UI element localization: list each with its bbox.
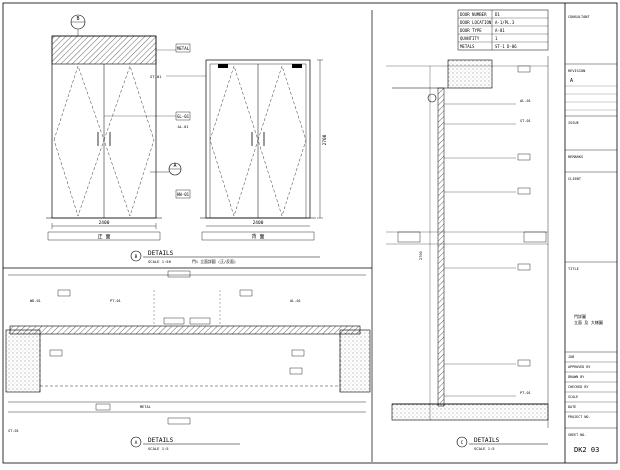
plan-leader-metal: METAL [140, 405, 151, 409]
section-height-dim: 2700 [419, 251, 423, 260]
tb-title-label: TITLE [568, 267, 579, 271]
section-marker-b-label: B [76, 16, 79, 22]
tb-sheet-no-label: SHEET NO. [568, 433, 586, 437]
transom-hatch [51, 35, 157, 65]
plan-leader-finish: AL-01 [290, 299, 301, 303]
width-dimension-right: 2400 [253, 220, 264, 226]
title-block: CONSULTANT REVISION A ISSUE REMARKS CLIE… [565, 15, 617, 454]
detail-c-tag: C [461, 440, 464, 446]
tb-approved-by: APPROVED BY [568, 365, 590, 369]
wall-left [5, 329, 41, 393]
tb-project-no: PROJECT NO. [568, 415, 590, 419]
tb-revision: REVISION [568, 69, 585, 73]
section-marker-a-label: A [173, 163, 176, 169]
head-construction [447, 59, 493, 89]
detail-caption-a: A DETAILS SCALE 1:5 [130, 436, 240, 451]
door-elevation-front: B A 2400 正 面 METAL GL-01 AL-01 HW-01 [46, 14, 191, 241]
tb-date: DATE [568, 405, 576, 409]
detail-b-note: 門1 立面詳圖 (正/反面) [192, 259, 236, 264]
tb-consultant: CONSULTANT [568, 15, 590, 19]
tb-scale: SCALE [568, 395, 578, 399]
height-dimension: 2700 [322, 134, 328, 145]
detail-b-tag: B [135, 254, 138, 260]
vertical-section: AL-01 ST-01 PT-01 2700 [386, 56, 549, 428]
detail-a-tag: A [135, 440, 138, 446]
plan-leader-stone: ST-01 [8, 429, 19, 433]
detail-caption-b: B DETAILS SCALE 1:50 門1 立面詳圖 (正/反面) [130, 250, 320, 264]
elevation-label-rear: 背 面 [251, 233, 264, 240]
schedule-value-1: A-1/PL.3 [495, 20, 515, 25]
schedule-value-4: ST-1 D-06 [495, 44, 517, 49]
tag-box [175, 43, 191, 53]
plan-section: WD-01 PT-01 AL-01 METAL ST-01 [5, 270, 371, 433]
sheet-number: DK2 03 [574, 446, 599, 454]
schedule-label-1: DOOR LOCATION [460, 20, 492, 25]
tb-revision-mark: A [570, 78, 573, 84]
leader-stone: ST-01 [150, 74, 162, 79]
plan-leader-wood: WD-01 [30, 299, 41, 303]
detail-b-title: DETAILS [148, 250, 174, 257]
door-leaf-section [9, 325, 361, 335]
tb-title-line-2: 立面 及 大樣圖 [574, 319, 603, 325]
plan-leader-paint: PT-01 [110, 299, 121, 303]
door-elevation-rear: 2700 2400 背 面 ST-01 [150, 59, 328, 241]
tb-checked-by: CHECKED BY [568, 385, 588, 389]
section-leader-stone: ST-01 [520, 119, 531, 123]
tb-job: JOB [568, 355, 574, 359]
leaf-swing-right [103, 65, 155, 217]
schedule-value-2: A-01 [495, 28, 505, 33]
tb-title-line-1: 門詳圖 [574, 313, 586, 319]
tag-finish: AL-01 [178, 125, 189, 129]
schedule-label-0: DOOR NUMBER [460, 12, 487, 17]
schedule-label-3: QUANTITY [460, 36, 480, 41]
floor-section [391, 403, 549, 421]
detail-c-scale: SCALE 1:5 [474, 446, 495, 451]
detail-a-scale: SCALE 1:5 [148, 446, 169, 451]
tag-metal: METAL [177, 46, 190, 51]
detail-a-title: DETAILS [148, 437, 174, 444]
section-leader-paint: PT-01 [520, 391, 531, 395]
schedule-label-2: DOOR TYPE [460, 28, 482, 33]
tag-glass: GL-01 [177, 114, 190, 119]
wall-right [339, 329, 371, 393]
tb-issue: ISSUE [568, 121, 579, 125]
door-leaf-vertical [437, 87, 445, 407]
schedule-value-0: D1 [495, 12, 500, 17]
schedule-label-4: METALS [460, 44, 475, 49]
schedule-value-3: 1 [495, 36, 498, 41]
tb-remarks: REMARKS [568, 155, 583, 159]
detail-c-title: DETAILS [474, 437, 500, 444]
tag-hardware: HW-01 [177, 192, 190, 197]
door-schedule-table: DOOR NUMBER D1 DOOR LOCATION A-1/PL.3 DO… [457, 9, 549, 51]
detail-caption-c: C DETAILS SCALE 1:5 [456, 436, 548, 451]
section-leader-finish: AL-01 [520, 99, 531, 103]
tb-client: CLIENT [568, 177, 582, 181]
leaf-swing-left [53, 65, 105, 217]
elevation-label-front: 正 面 [97, 234, 110, 240]
width-dimension-left: 2400 [99, 220, 110, 226]
detail-b-scale: SCALE 1:50 [148, 259, 172, 264]
tb-drawn-by: DRAWN BY [568, 375, 584, 379]
sheet-border [2, 2, 618, 464]
